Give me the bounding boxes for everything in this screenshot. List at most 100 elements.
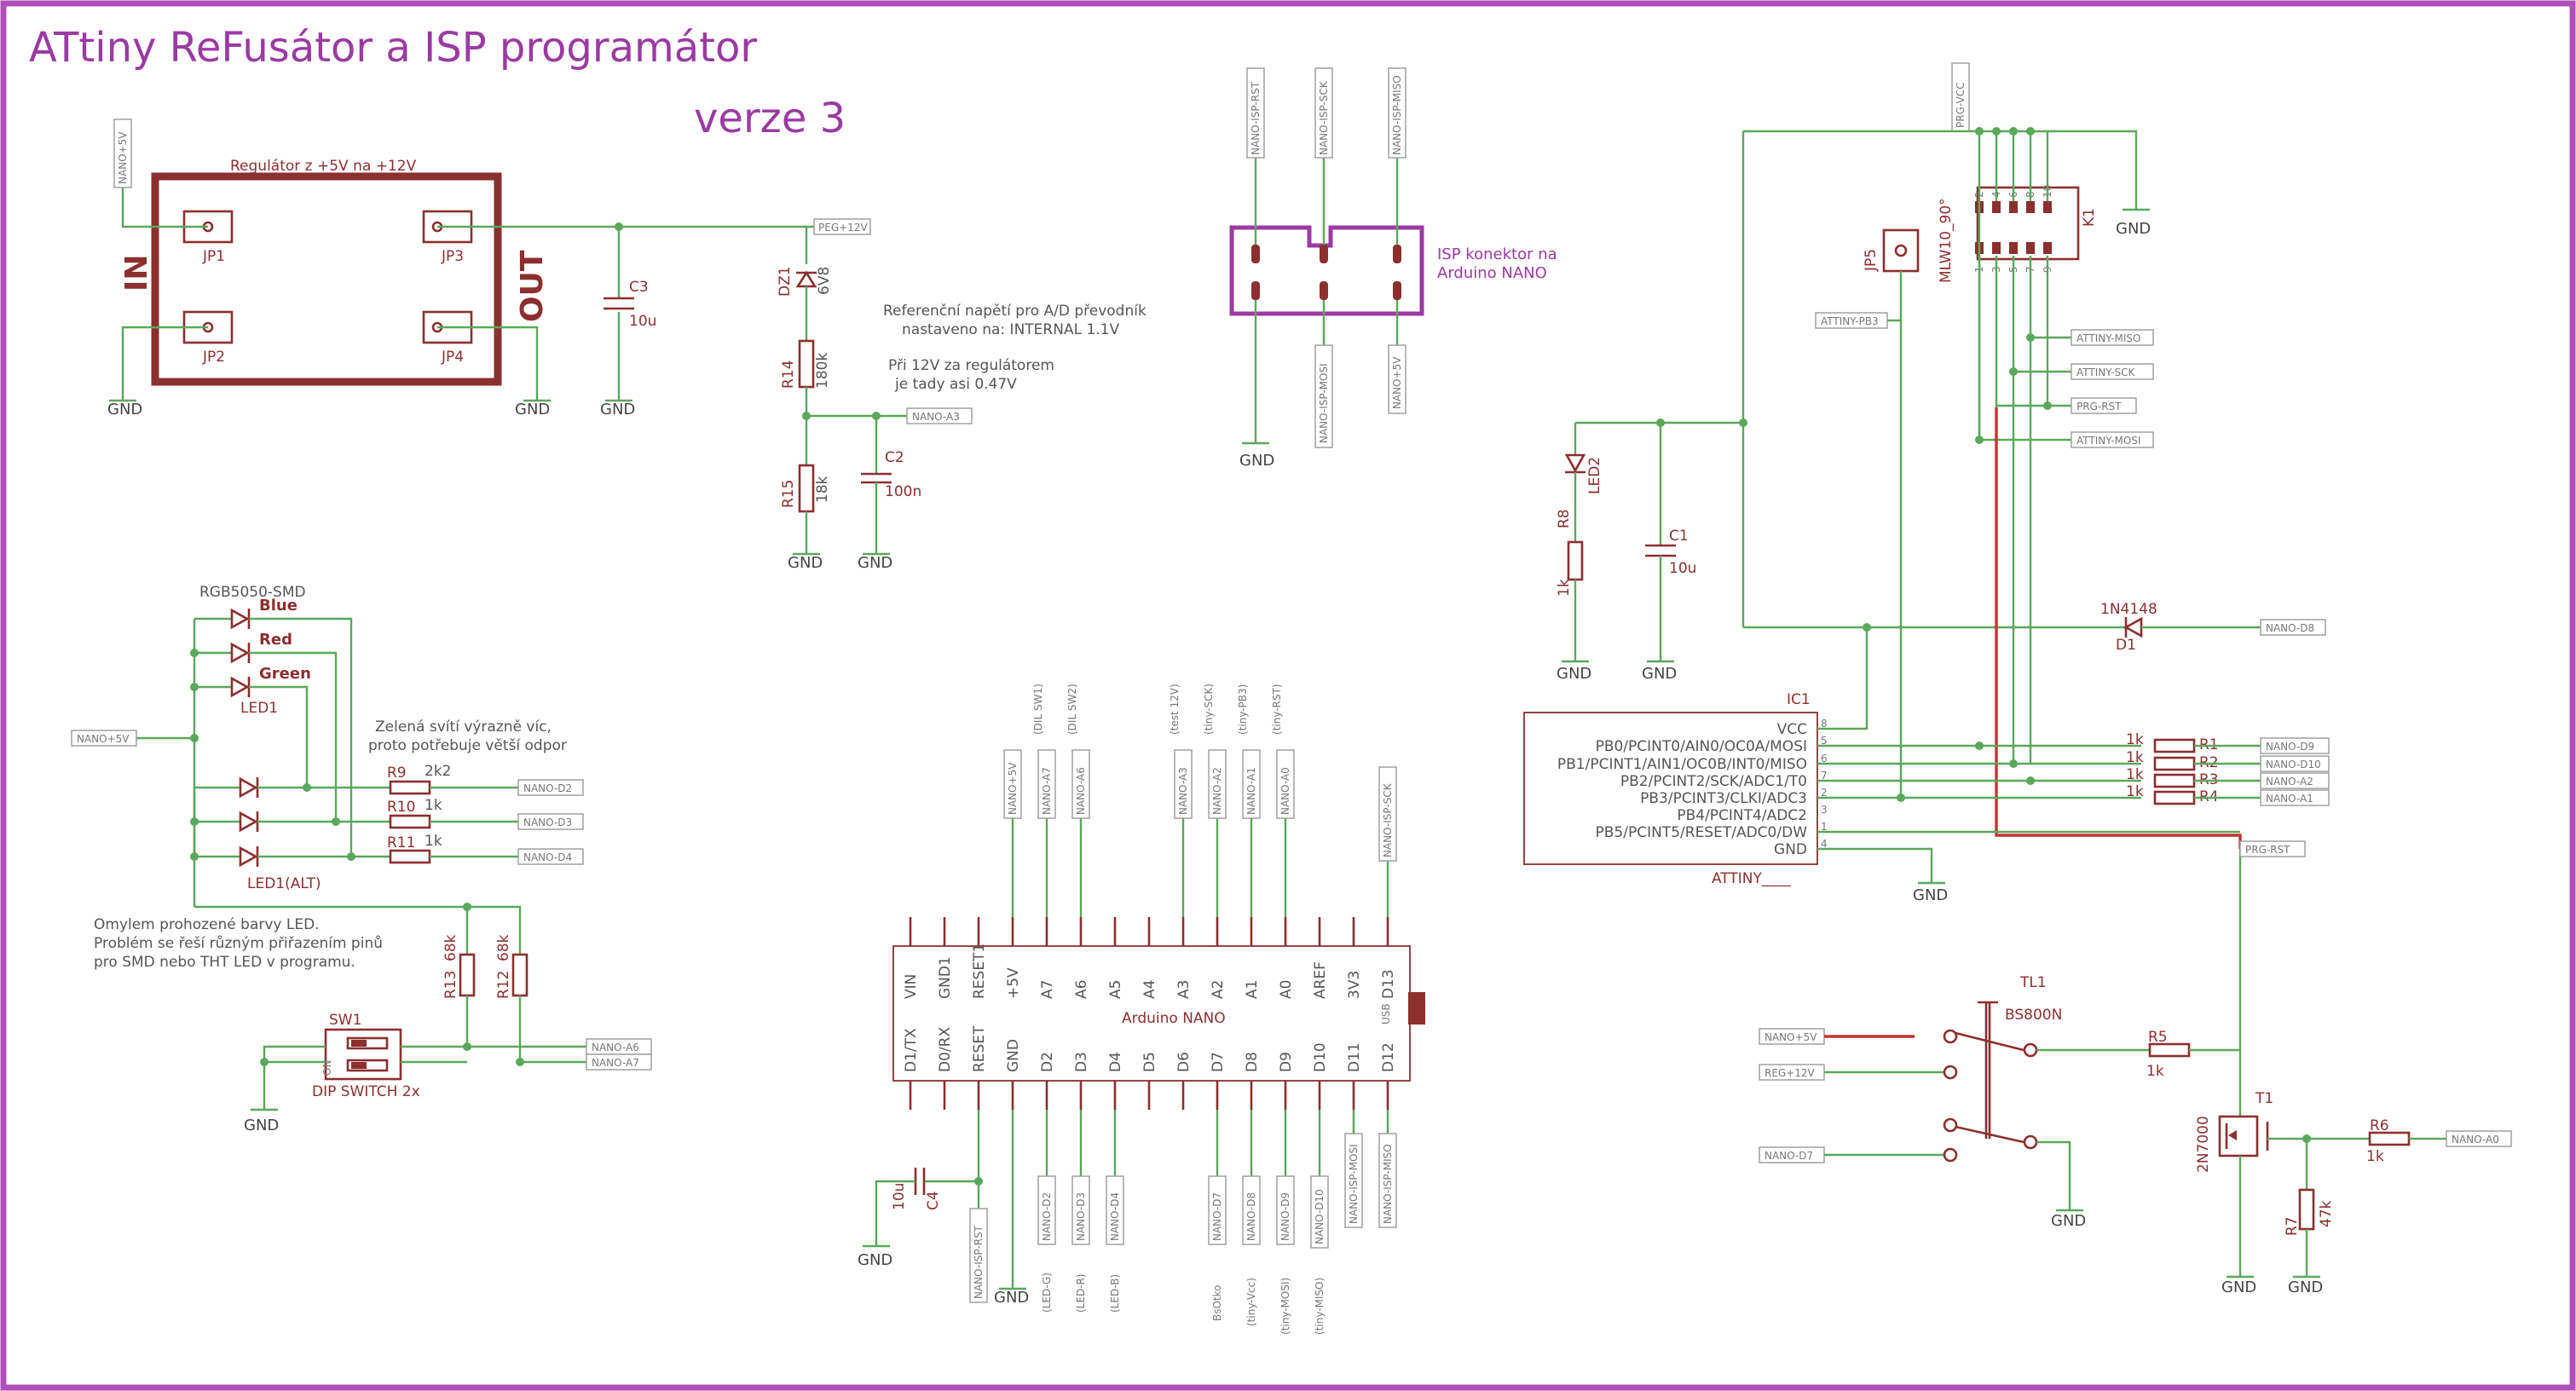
nano-bottom-pin-6: D4 (1107, 1052, 1124, 1072)
nano-top-pin-6: A5 (1107, 980, 1124, 999)
nano-note-dilsw2: (DIL SW2) (1066, 684, 1078, 735)
nano-top-pin-11: A0 (1278, 980, 1295, 999)
isp-connector: NANO-ISP-RST NANO-ISP-SCK NANO-ISP-MISO … (1229, 67, 1557, 470)
nano-bot-label-d2: NANO-D2 (1041, 1192, 1053, 1241)
nano-usb-label: USB (1380, 1003, 1392, 1024)
dz1-value: 6V8 (816, 267, 833, 295)
resistor-net-r1: NANO-D9 (2266, 741, 2314, 753)
warn-note-3: pro SMD nebo THT LED v programu. (94, 954, 355, 971)
sw1-name: DIP SWITCH 2x (312, 1083, 420, 1100)
c3-label: C3 (629, 279, 649, 296)
nano5v-label-sw: NANO+5V (1765, 1031, 1817, 1043)
nano-usb (1408, 992, 1425, 1024)
nano-top-pin-12: AREF (1312, 961, 1329, 999)
nano-top-pin-10: A1 (1244, 980, 1261, 999)
ic1-pin-1: PB0/PCINT0/AIN0/OC0A/MOSI (1596, 738, 1807, 755)
resistor-r1 (2153, 738, 2196, 753)
led1-label: LED1 (240, 700, 278, 717)
ic1-pin-7: GND (1774, 841, 1807, 858)
nano-top-pin-1: GND1 (937, 956, 954, 999)
nano-bottom-pin-11: D9 (1278, 1052, 1295, 1072)
nano-top-pin-13: 3V3 (1346, 971, 1363, 999)
regulator-block: Regulátor z +5V na +12V IN OUT JP1 JP2 J… (107, 118, 871, 418)
isp-label-sck: NANO-ISP-SCK (1318, 80, 1330, 155)
d8-label-d1: NANO-D8 (2266, 622, 2314, 634)
r6-value: 1k (2366, 1148, 2384, 1165)
a0-label-sw: NANO-A0 (2452, 1134, 2499, 1146)
ref-note-3: Při 12V za regulátorem (888, 357, 1054, 374)
nano-bot-label-mosi: NANO-ISP-MOSI (1348, 1144, 1360, 1224)
nano-bottom-pin-10: D8 (1244, 1052, 1261, 1072)
nano-bottom-pin-0: D1/TX (903, 1028, 920, 1072)
resistor-val-r1: 1k (2126, 731, 2144, 748)
reg12v-label-sw: REG+12V (1765, 1067, 1816, 1079)
ic1-pin-num-4: 2 (1821, 787, 1828, 799)
ic1-pin-6: PB5/PCINT5/RESET/ADC0/DW (1596, 824, 1808, 841)
c3-value: 10u (629, 313, 656, 330)
t1-body (2218, 1115, 2259, 1157)
r8-value: 1k (1556, 579, 1573, 597)
nano-bot-label-rst: NANO-ISP-RST (973, 1225, 985, 1299)
r15-value: 18k (814, 476, 831, 503)
nano-bottom-pin-2: RESET (971, 1025, 988, 1072)
c4-value: 10u (891, 1183, 908, 1210)
gnd-k1: GND (2116, 220, 2151, 238)
k1-label: K1 (2081, 208, 2098, 227)
r12-value: 68k (495, 934, 512, 961)
r11-value: 1k (425, 833, 442, 850)
nano-top-label-a6: NANO-A6 (1075, 767, 1087, 815)
nano-bottom-pin-12: D10 (1312, 1042, 1329, 1072)
led1alt-label: LED1(ALT) (247, 875, 321, 892)
r7-value: 47k (2318, 1200, 2335, 1227)
warn-note-1: Omylem prohozené barvy LED. (94, 916, 320, 933)
jp5-body (1882, 228, 1920, 273)
nano-top-pin-2: RESET1 (971, 944, 988, 999)
resistor-r2 (2153, 756, 2196, 771)
d4-label-led: NANO-D4 (523, 851, 572, 863)
blue-label: Blue (259, 597, 297, 615)
gnd-nano-c4: GND (858, 1251, 892, 1269)
green-label: Green (259, 665, 311, 683)
ref-note-2: nastaveno na: INTERNAL 1.1V (902, 321, 1119, 338)
ic1-pin-4: PB3/PCINT3/CLKI/ADC3 (1640, 790, 1807, 807)
r15-label: R15 (780, 480, 797, 508)
resistor-r4 (2153, 790, 2196, 805)
nano-top-label-a7: NANO-A7 (1041, 767, 1053, 815)
nano5v-label-reg: NANO+5V (117, 131, 129, 184)
ic1-pin-num-7: 4 (1821, 838, 1828, 850)
ic1-pin-num-6: 1 (1821, 821, 1828, 833)
r11-label: R11 (387, 834, 415, 851)
gnd-dip: GND (244, 1117, 279, 1134)
resistor-val-r4: 1k (2126, 783, 2144, 800)
prg-vcc-label: PRG-VCC (1955, 83, 1967, 128)
gnd-reg-2: GND (515, 401, 550, 418)
k1-body (1976, 186, 2080, 261)
nano-bottom-pin-7: D5 (1141, 1052, 1158, 1072)
nano-note-tinyrst: (tiny-RST) (1271, 684, 1283, 735)
nano-note-ledb: (LED-B) (1109, 1274, 1121, 1313)
ic1-body (1523, 712, 1818, 865)
resistor-val-r3: 1k (2126, 766, 2144, 783)
nano-bottom-pin-9: D7 (1210, 1052, 1227, 1072)
resistor-r3 (2153, 773, 2196, 788)
d7-label-sw: NANO-D7 (1765, 1150, 1813, 1162)
gnd-tl1: GND (2051, 1212, 2086, 1230)
d3-label-led: NANO-D3 (523, 817, 572, 828)
nano-bot-label-d3: NANO-D3 (1075, 1192, 1087, 1241)
nano-top-pin-5: A6 (1073, 980, 1090, 999)
gnd-ref-1: GND (788, 554, 823, 572)
nano-bot-label-miso: NANO-ISP-MISO (1382, 1144, 1394, 1224)
r12-label: R12 (495, 971, 512, 999)
regulator-title: Regulátor z +5V na +12V (230, 158, 417, 175)
t1-label: T1 (2255, 1090, 2273, 1107)
ic1-type: ATTINY____ (1712, 870, 1791, 887)
nano-note-tinyvcc: (tiny-Vcc) (1245, 1278, 1257, 1326)
r14-value: 180k (814, 353, 831, 389)
gnd-reg-3: GND (600, 401, 635, 418)
ic1-pin-0: VCC (1777, 721, 1807, 738)
nano5v-label-led: NANO+5V (77, 733, 130, 745)
nano-top-pin-9: A2 (1210, 980, 1227, 999)
nano-top-label-5v: NANO+5V (1007, 762, 1019, 815)
